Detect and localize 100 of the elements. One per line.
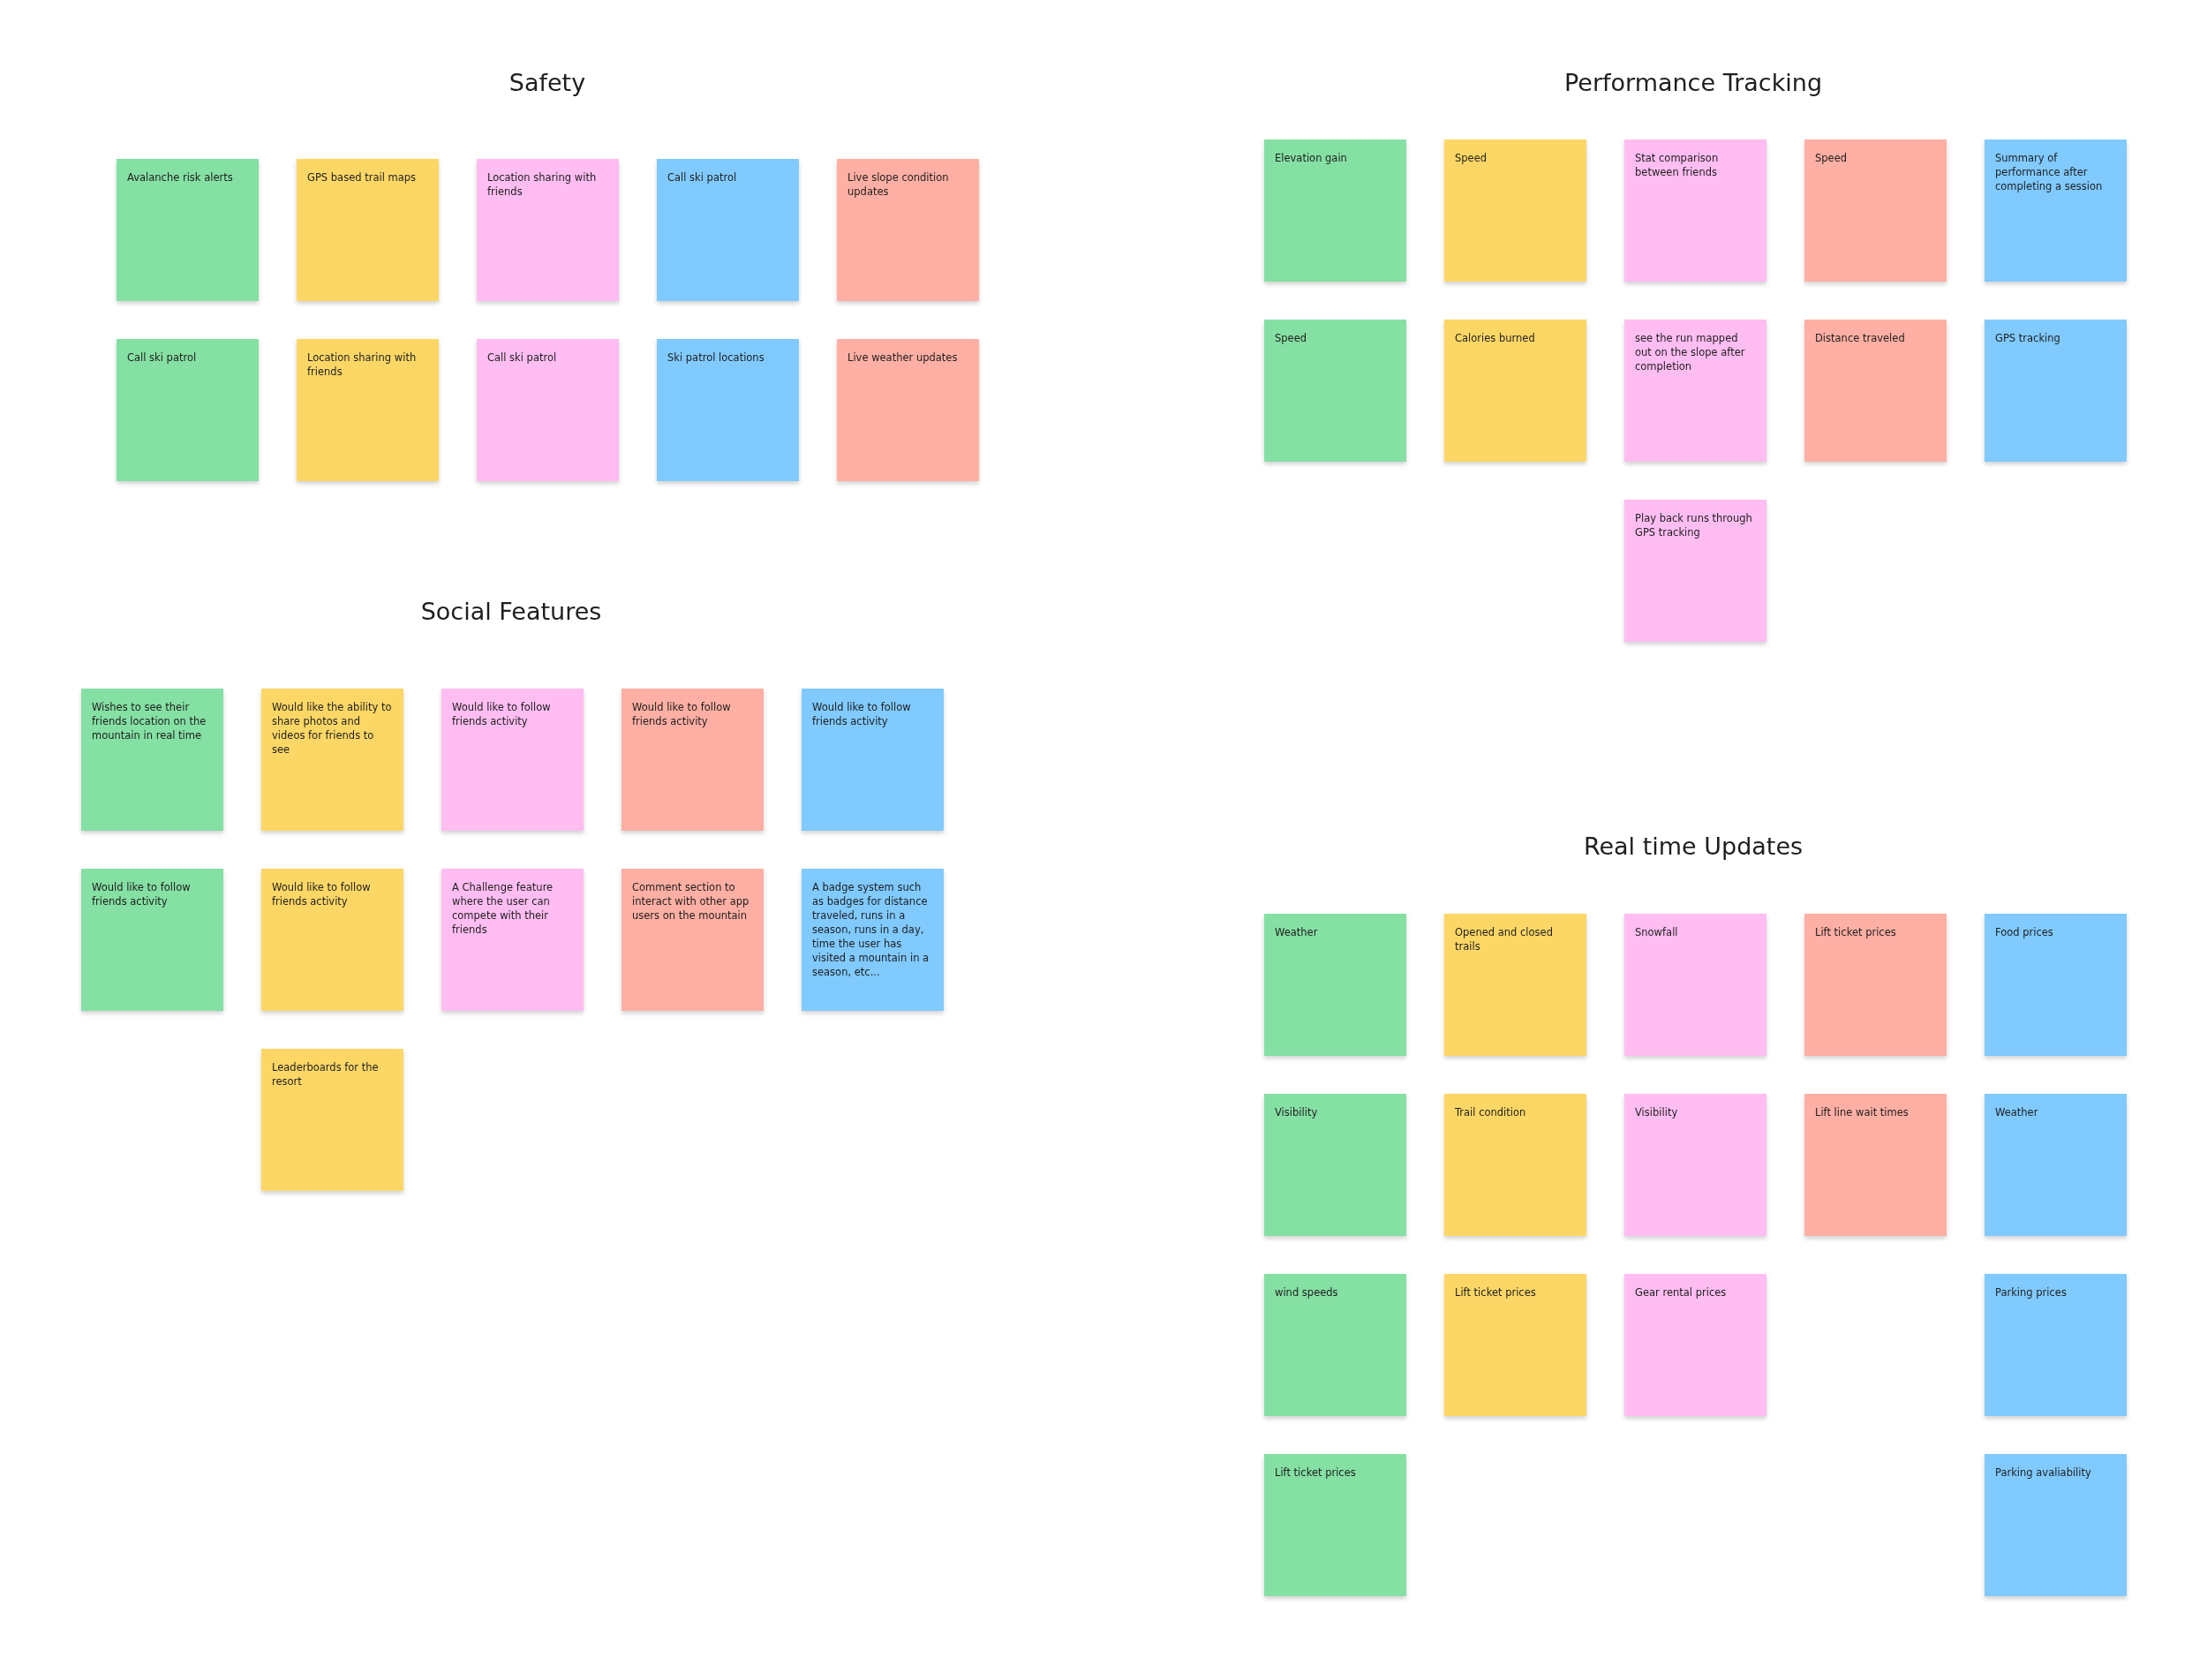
note-text: Weather (1275, 925, 1319, 939)
sticky-note (1804, 914, 1947, 1056)
sticky-note (657, 339, 799, 481)
note-text: Speed (1815, 151, 1849, 165)
note-text: Parking avaliability (1995, 1465, 2092, 1480)
note-text: A Challenge feature where the user can compete with their friends (452, 880, 554, 937)
note-text: Distance traveled (1815, 331, 1906, 345)
sticky-note (1624, 1274, 1766, 1416)
note-text: Stat comparison between friends (1635, 151, 1720, 179)
note-text: GPS based trail maps (307, 170, 418, 185)
sticky-note (441, 869, 584, 1011)
sticky-note (1804, 320, 1947, 462)
note-text: Visibility (1275, 1105, 1319, 1119)
sticky-note (261, 1049, 403, 1191)
sticky-note (1264, 1274, 1406, 1416)
note-text: Lift ticket prices (1455, 1285, 1537, 1300)
note-text: Location sharing with friends (487, 170, 598, 199)
note-text: Trail condition (1455, 1105, 1527, 1119)
note-text: Avalanche risk alerts (127, 170, 234, 185)
note-text: Call ski patrol (127, 350, 198, 365)
sticky-note (1264, 320, 1406, 462)
note-text: Location sharing with friends (307, 350, 418, 379)
sticky-note (1264, 1094, 1406, 1236)
note-text: Call ski patrol (487, 350, 558, 365)
note-text: Lift line wait times (1815, 1105, 1909, 1119)
note-text: Speed (1275, 331, 1308, 345)
note-text: Weather (1995, 1105, 2039, 1119)
section-heading: Social Features (420, 598, 602, 625)
sticky-note (297, 339, 439, 481)
section-heading: Safety (508, 69, 586, 96)
section-heading: Real time Updates (1583, 832, 1804, 860)
sticky-note (1624, 500, 1766, 642)
sticky-note (621, 689, 764, 831)
note-text: A badge system such as badges for distance traveled, runs in a season, runs in a day, time the user has visited a mountain in a season, etc... (812, 880, 930, 979)
note-text: Opened and closed trails (1455, 925, 1554, 953)
note-text: Visibility (1635, 1105, 1679, 1119)
sticky-note (1804, 1094, 1947, 1236)
note-text: Would like to follow friends activity (92, 880, 192, 908)
note-text: Snowfall (1635, 925, 1679, 939)
note-text: Comment section to interact with other app users on the mountain (632, 880, 750, 923)
note-text: Summary of performance after completing a session (1995, 151, 2104, 193)
note-text: Would like to follow friends activity (632, 700, 732, 728)
note-text: Lift ticket prices (1815, 925, 1897, 939)
sticky-note (837, 339, 979, 481)
sticky-note (477, 339, 619, 481)
sticky-note (1985, 914, 2127, 1056)
note-text: Lift ticket prices (1275, 1465, 1357, 1480)
sticky-note (261, 689, 403, 831)
sticky-note (1444, 914, 1586, 1056)
sticky-note (1624, 139, 1766, 282)
sticky-note (837, 159, 979, 301)
sticky-note (1444, 139, 1586, 282)
note-text: Leaderboards for the resort (272, 1060, 380, 1089)
sticky-note (117, 159, 259, 301)
sticky-note (117, 339, 259, 481)
note-text: Ski patrol locations (667, 350, 765, 365)
note-text: Would like the ability to share photos and videos for friends to see (272, 700, 393, 757)
sticky-note (1985, 1454, 2127, 1596)
sticky-note (1444, 1094, 1586, 1236)
note-text: Would like to follow friends activity (272, 880, 372, 908)
note-text: Live slope condition updates (847, 170, 950, 199)
note-text: GPS tracking (1995, 331, 2061, 345)
sticky-note (1444, 320, 1586, 462)
sticky-note (1985, 1274, 2127, 1416)
sticky-note (657, 159, 799, 301)
sticky-note (1985, 1094, 2127, 1236)
sticky-note (802, 689, 944, 831)
section-heading: Performance Tracking (1563, 69, 1823, 96)
sticky-note (297, 159, 439, 301)
sticky-note (1624, 914, 1766, 1056)
sticky-note (261, 869, 403, 1011)
note-text: Call ski patrol (667, 170, 738, 185)
sticky-note (1264, 1454, 1406, 1596)
sticky-note (1985, 320, 2127, 462)
note-text: Calories burned (1455, 331, 1536, 345)
sticky-note (1444, 1274, 1586, 1416)
note-text: Speed (1455, 151, 1488, 165)
note-text: Elevation gain (1275, 151, 1348, 165)
note-text: wind speeds (1275, 1285, 1339, 1300)
note-text: Gear rental prices (1635, 1285, 1728, 1300)
sticky-note (81, 689, 223, 831)
note-text: Live weather updates (847, 350, 959, 365)
note-text: Would like to follow friends activity (452, 700, 552, 728)
note-text: Would like to follow friends activity (812, 700, 912, 728)
sticky-note (1624, 1094, 1766, 1236)
sticky-note (1264, 139, 1406, 282)
sticky-note (441, 689, 584, 831)
sticky-note (81, 869, 223, 1011)
sticky-note (477, 159, 619, 301)
sticky-note (621, 869, 764, 1011)
sticky-note (802, 869, 944, 1011)
sticky-note (1624, 320, 1766, 462)
note-text: Wishes to see their friends location on the mountain in real time (92, 700, 207, 742)
sticky-note (1985, 139, 2127, 282)
sticky-note (1804, 139, 1947, 282)
note-text: Food prices (1995, 925, 2054, 939)
note-text: Parking prices (1995, 1285, 2068, 1300)
note-text: see the run mapped out on the slope after completion (1635, 331, 1746, 373)
note-text: Play back runs through GPS tracking (1635, 511, 1753, 539)
sticky-note (1264, 914, 1406, 1056)
